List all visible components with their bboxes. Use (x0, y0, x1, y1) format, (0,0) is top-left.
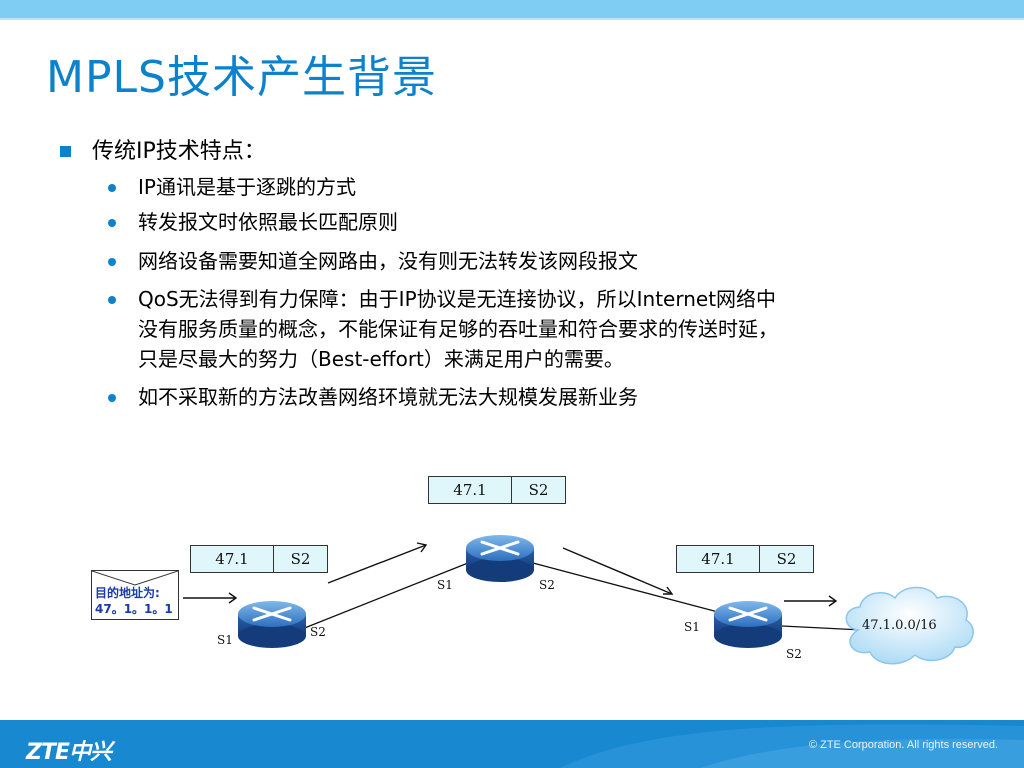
square-bullet-icon (60, 146, 71, 157)
link-r1-r2 (291, 562, 469, 634)
forward-arrow-icon (327, 542, 428, 584)
network-cloud-icon (845, 586, 974, 665)
forward-arrow-icon (562, 547, 674, 595)
top-banner (0, 0, 1024, 18)
dot-bullet-icon (108, 184, 116, 192)
forward-arrow-icon (183, 592, 238, 604)
port-label: S1 (437, 578, 453, 592)
router-icon (466, 535, 534, 582)
table-prefix: 47.1 (191, 546, 274, 572)
copyright-text: © ZTE Corporation. All rights reserved. (808, 739, 998, 751)
network-diagram (183, 535, 974, 665)
table-port: S2 (528, 481, 549, 499)
port-label: S1 (684, 620, 700, 634)
sub-bullet-text: IP通讯是基于逐跳的方式 (138, 175, 356, 199)
sub-bullet-text-line3: 只是尽最大的努力（Best-effort）来满足用户的需要。 (138, 347, 624, 371)
forward-arrow-icon (784, 595, 838, 607)
sub-bullet-text-line1: QoS无法得到有力保障：由于IP协议是无连接协议，所以Internet网络中 (138, 287, 777, 311)
forwarding-table-r3: 47.1 S2 (676, 545, 814, 573)
router-icon (714, 601, 782, 648)
sub-bullet-text-line2: 没有服务质量的概念，不能保证有足够的吞吐量和符合要求的传送时延， (138, 317, 778, 341)
link-r3-cloud (781, 625, 863, 631)
forwarding-table-r1: 47.1 S2 (190, 545, 328, 573)
footer-bar (0, 720, 1024, 768)
envelope-icon (92, 571, 178, 586)
table-prefix: 47.1 (429, 477, 512, 503)
forwarding-table-r2: 47.1 S2 (428, 476, 566, 504)
port-label: S2 (539, 578, 555, 592)
port-label: S2 (310, 625, 326, 639)
envelope-line-1: 目的地址为: (95, 586, 160, 600)
dot-bullet-icon (108, 258, 116, 266)
sub-bullet-text: 转发报文时依照最长匹配原则 (138, 210, 398, 234)
dot-bullet-icon (108, 219, 116, 227)
packet-envelope: 目的地址为: 47。1。1。1 (91, 570, 179, 620)
top-divider (0, 18, 1024, 20)
footer-wave-decoration (560, 724, 1024, 768)
table-port: S2 (776, 550, 797, 568)
slide-title: MPLS技术产生背景 (46, 52, 437, 103)
dot-bullet-icon (108, 394, 116, 402)
main-bullet-text: 传统IP技术特点： (92, 139, 266, 164)
port-label: S2 (786, 647, 802, 661)
zte-logo: ZTE中兴 (26, 740, 112, 765)
router-icon (238, 601, 306, 648)
link-r2-r3 (532, 562, 719, 613)
table-prefix: 47.1 (677, 546, 760, 572)
sub-bullet-text: 如不采取新的方法改善网络环境就无法大规模发展新业务 (138, 385, 638, 409)
cloud-network-label: 47.1.0.0/16 (862, 618, 937, 633)
dot-bullet-icon (108, 296, 116, 304)
sub-bullet-text: 网络设备需要知道全网路由，没有则无法转发该网段报文 (138, 249, 638, 273)
table-port: S2 (290, 550, 311, 568)
port-label: S1 (217, 633, 233, 647)
envelope-line-2: 47。1。1。1 (95, 602, 173, 616)
